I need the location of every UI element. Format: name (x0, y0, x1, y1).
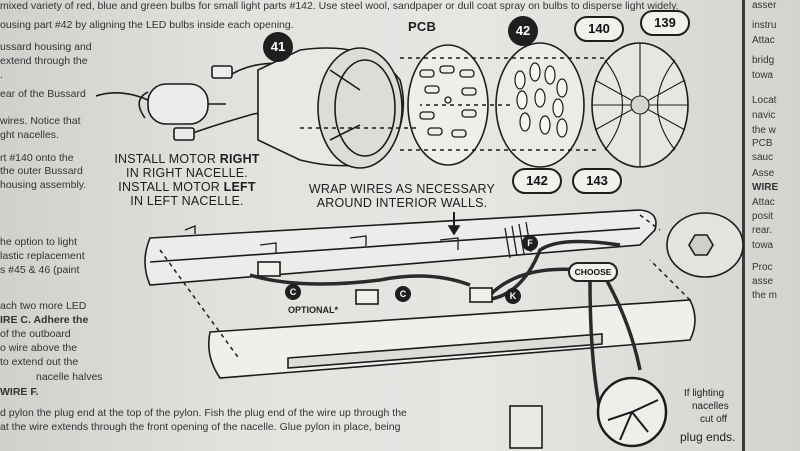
left-text-line: s #45 & 46 (paint (0, 264, 80, 276)
page-gutter (742, 0, 745, 451)
text-line-bottom-2: at the wire extends through the front op… (0, 421, 401, 433)
text-line-bottom-1: d pylon the plug end at the top of the p… (0, 407, 407, 419)
wire-badge-c: C (395, 286, 411, 302)
left-text-line: housing assembly. (0, 179, 87, 191)
caption-line: IN LEFT NACELLE. (130, 194, 244, 208)
left-text-line: WIRE F. (0, 386, 39, 398)
wire-badge-k: K (505, 288, 521, 304)
right-col-line: Attac (752, 197, 775, 208)
choose-label: CHOOSE (568, 262, 618, 282)
left-text-line: ear of the Bussard (0, 88, 86, 100)
part-badge-139: 139 (640, 10, 690, 36)
left-text-line: ussard housing and (0, 41, 92, 53)
text-line-2: ousing part #42 by aligning the LED bulb… (0, 19, 294, 31)
left-text-line: nacelle halves (36, 371, 103, 383)
right-col-line: bridg (752, 55, 775, 66)
right-col-line: PCB (752, 138, 773, 149)
optional-label: OPTIONAL* (288, 305, 339, 315)
left-text-line: extend through the (0, 55, 88, 67)
left-text-line: wires. Notice that (0, 115, 81, 127)
plug-note-line: If lighting (684, 388, 725, 399)
part-badge-142: 142 (512, 168, 562, 194)
pcb-disc-icon (407, 44, 489, 166)
right-col-line: posit (752, 211, 774, 222)
wire-badge-f: F (522, 235, 538, 251)
left-text-line: of the outboard (0, 328, 71, 340)
left-text-line: ach two more LED (0, 300, 87, 312)
right-col-line: asser (752, 0, 777, 11)
right-col-line: sauc (752, 152, 774, 163)
left-text-line: lastic replacement (0, 250, 85, 262)
caption-line: AROUND INTERIOR WALLS. (316, 196, 488, 210)
part-badge-140: 140 (574, 16, 624, 42)
part-badge-41: 41 (263, 32, 293, 62)
right-col-line: rear. (752, 225, 773, 236)
right-col-line: navic (752, 110, 776, 121)
left-text-line: ght nacelles. (0, 129, 59, 141)
left-text-line: . (0, 69, 3, 81)
right-col-line: the w (752, 125, 776, 136)
caption-emphasis: RIGHT (219, 152, 260, 166)
install-motor-caption: INSTALL MOTOR RIGHT IN RIGHT NACELLE. IN… (112, 152, 262, 208)
plug-connector-icon (211, 65, 233, 79)
right-col-line: Locat (752, 95, 777, 106)
left-text-line: IRE C. Adhere the (0, 314, 89, 326)
right-col-line: instru (752, 20, 777, 31)
right-col-line: towa (752, 70, 774, 81)
caption-line: INSTALL MOTOR (114, 152, 217, 166)
left-text-line: he option to light (0, 236, 78, 248)
plug-note-line: nacelles (692, 401, 729, 412)
right-col-line: Proc (752, 262, 773, 273)
left-text-line: o wire above the (0, 342, 78, 354)
wire-badge-c: C (285, 284, 301, 300)
right-col-line: WIRE (752, 182, 779, 193)
right-col-line: Attac (752, 35, 775, 46)
left-text-line: the outer Bussard (0, 165, 83, 177)
pcb-label: PCB (408, 19, 437, 34)
right-col-line: Asse (752, 168, 775, 179)
plug-note-line: cut off (700, 414, 728, 425)
text-line-1: mixed variety of red, blue and green bul… (0, 0, 679, 12)
right-col-line: towa (752, 240, 774, 251)
part-badge-143: 143 (572, 168, 622, 194)
plug-note-line: plug ends. (680, 430, 736, 444)
motor-icon (147, 83, 209, 125)
right-col-line: asse (752, 276, 774, 287)
left-text-line: to extend out the (0, 356, 79, 368)
left-text-line: rt #140 onto the (0, 152, 74, 164)
caption-line: IN RIGHT NACELLE. (126, 166, 248, 180)
wrap-wires-caption: WRAP WIRES AS NECESSARY AROUND INTERIOR … (292, 182, 512, 210)
right-col-line: the m (752, 290, 778, 301)
caption-line: WRAP WIRES AS NECESSARY (308, 182, 496, 196)
caption-emphasis: LEFT (223, 180, 256, 194)
caption-line: INSTALL MOTOR (118, 180, 220, 194)
part-badge-42: 42 (508, 16, 538, 46)
